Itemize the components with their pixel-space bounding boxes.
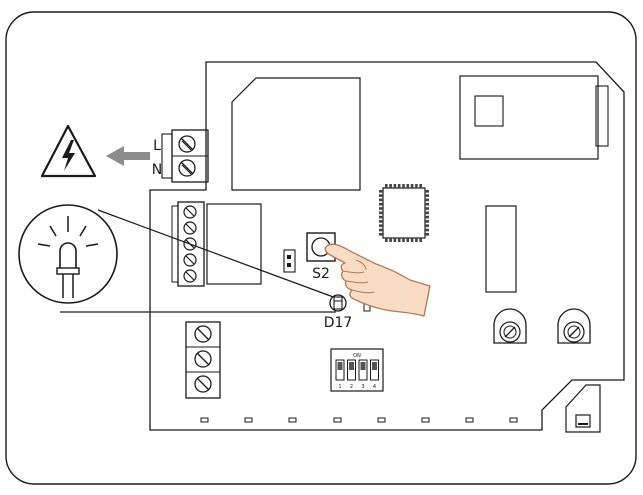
chip-pin: [385, 184, 388, 188]
pointing-hand-icon: [324, 243, 431, 317]
dip-number: 2: [350, 384, 353, 390]
chip-pin: [379, 202, 383, 206]
chip-pin: [393, 184, 397, 188]
chip-pin: [402, 238, 405, 242]
pcb-outline: [149, 61, 625, 431]
chip-pin: [379, 224, 383, 227]
edge-pad: [200, 417, 209, 423]
potentiometer-1: [493, 308, 527, 344]
dip-toggle: [360, 362, 366, 370]
chip-pin: [379, 233, 383, 236]
capacitor-block: [485, 205, 517, 293]
chip-pin: [425, 211, 429, 215]
zoom-line-top: [97, 209, 337, 299]
chip-pin: [379, 211, 383, 215]
chip-pin: [425, 198, 429, 202]
chip-pin: [379, 190, 383, 193]
s2-label: S2: [312, 266, 330, 282]
bottom-terminal-block: [185, 321, 221, 399]
corner-component: [575, 414, 591, 428]
edge-pad: [333, 417, 342, 423]
chip-pin: [425, 190, 429, 193]
chip-pin: [406, 238, 410, 242]
chip-pin: [397, 238, 401, 242]
high-voltage-warning-icon: [40, 124, 97, 178]
dip-number: 3: [361, 384, 364, 390]
terminal-n-label: N: [152, 162, 162, 178]
chip-pin: [410, 184, 414, 188]
chip-pin: [425, 233, 429, 236]
screw-slot: [196, 352, 210, 366]
d17-label: D17: [324, 315, 353, 331]
edge-pad: [509, 417, 518, 423]
terminal-l-label: L: [153, 138, 161, 154]
chip-pin: [425, 215, 429, 219]
microcontroller-chip: [379, 184, 429, 242]
screw-slot: [196, 327, 210, 341]
chip-pin: [425, 202, 429, 206]
outer-frame: [5, 11, 637, 485]
chip-pin: [406, 184, 410, 188]
dip-toggle: [337, 362, 343, 370]
chip-pin: [379, 198, 383, 202]
screw-slot: [185, 223, 195, 233]
arrow-left-icon: [106, 146, 150, 166]
chip-pin: [385, 238, 388, 242]
chip-pin: [379, 228, 383, 232]
dip-switch[interactable]: 1 2 3 4: [330, 348, 384, 392]
edge-pad: [421, 417, 430, 423]
chip-pin: [389, 184, 392, 188]
dip-number: 4: [373, 384, 376, 390]
relay-block: [459, 75, 599, 160]
screw-slot: [196, 377, 210, 391]
io-terminal-block: [171, 201, 205, 287]
dip-toggle: [372, 362, 377, 370]
pcb-corner-notch: [565, 384, 601, 433]
edge-pad: [288, 417, 297, 423]
chip-pin: [425, 207, 429, 210]
dip-number: 1: [338, 384, 341, 390]
dip-on-label: ON: [353, 353, 361, 359]
chip-pin: [379, 215, 383, 219]
chip-pin: [410, 238, 414, 242]
edge-pads: [200, 417, 518, 423]
edge-pad: [377, 417, 386, 423]
power-terminal: [161, 129, 209, 183]
chip-pin: [402, 184, 405, 188]
small-relay: [206, 203, 262, 285]
chip-pin: [379, 207, 383, 210]
dip-toggle: [349, 362, 354, 370]
chip-pin: [425, 220, 429, 223]
jumper-header: [283, 249, 296, 273]
chip-pin: [379, 194, 383, 197]
led-bulb-icon: [18, 204, 118, 304]
edge-pad: [465, 417, 474, 423]
screw-slot: [185, 271, 195, 281]
chip-pin: [419, 184, 422, 188]
chip-pin: [379, 220, 383, 223]
chip-pin: [425, 228, 429, 232]
chip-pin: [425, 224, 429, 227]
transformer-block: [231, 77, 361, 191]
chip-pin: [397, 184, 401, 188]
chip-pin: [425, 194, 429, 197]
screw-slot: [185, 255, 195, 265]
chip-pin: [389, 238, 392, 242]
chip-pin: [415, 184, 418, 188]
chip-pin: [419, 238, 422, 242]
edge-pad: [244, 417, 253, 423]
screw-slot: [185, 207, 195, 217]
d17-led: [329, 294, 347, 312]
chip-pin: [415, 238, 418, 242]
chip-pin: [393, 238, 397, 242]
potentiometer-2: [557, 308, 591, 344]
